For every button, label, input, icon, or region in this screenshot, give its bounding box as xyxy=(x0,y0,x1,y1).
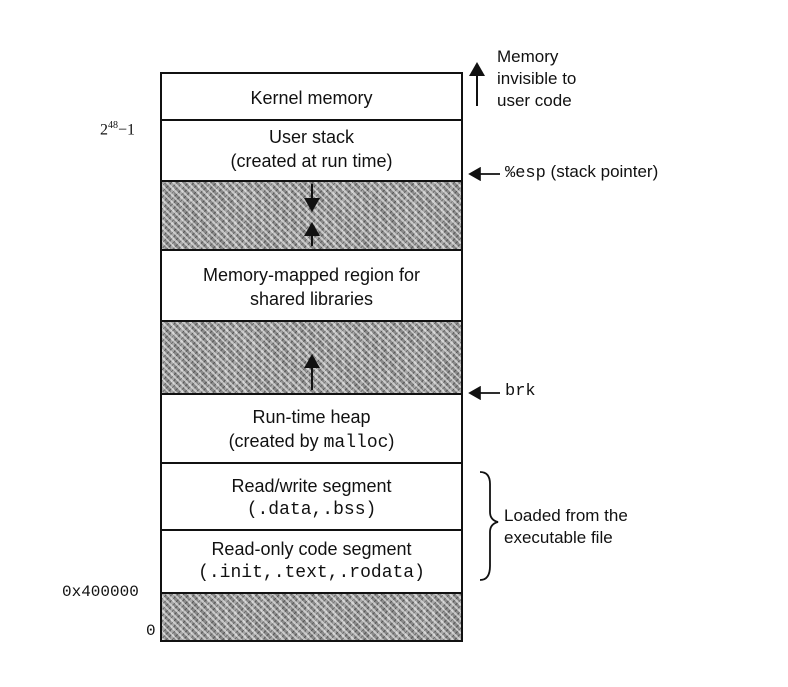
kernel-note-line-1: Memory xyxy=(497,47,559,66)
address-user-top-rest: −1 xyxy=(118,121,136,139)
read-write-title: Read/write segment xyxy=(231,476,392,496)
kernel-note-line-3: user code xyxy=(497,91,572,110)
esp-register: %esp xyxy=(505,164,546,183)
memory-mapped-segment: Memory-mapped region for shared librarie… xyxy=(160,249,463,321)
user-stack-title: User stack xyxy=(268,127,355,147)
memory-mapped-title: Memory-mapped region for xyxy=(202,265,421,285)
read-only-title: Read-only code segment xyxy=(211,539,412,559)
kernel-memory-segment: Kernel memory xyxy=(160,72,463,120)
user-stack-segment: User stack (created at run time) xyxy=(160,119,463,181)
address-user-top-exponent: 48 xyxy=(108,120,118,131)
read-write-subtitle: (.data,.bss) xyxy=(246,500,377,520)
kernel-memory-label: Kernel memory xyxy=(250,88,373,108)
address-text-start: 0x400000 xyxy=(62,583,139,601)
loaded-from-executable-note: Loaded from the executable file xyxy=(504,505,628,549)
loaded-segments-brace xyxy=(479,471,499,581)
heap-subtitle-suffix: ) xyxy=(388,431,395,451)
heap-subtitle-malloc: malloc xyxy=(323,433,389,453)
address-user-top-base: 2 xyxy=(100,121,108,139)
brk-label: brk xyxy=(505,382,536,401)
runtime-heap-title: Run-time heap xyxy=(252,407,371,427)
memory-mapped-subtitle: shared libraries xyxy=(249,289,374,309)
user-stack-subtitle: (created at run time) xyxy=(230,151,393,171)
read-write-segment: Read/write segment (.data,.bss) xyxy=(160,462,463,530)
address-zero: 0 xyxy=(146,622,156,640)
kernel-invisible-note: Memory invisible to user code xyxy=(497,46,576,112)
runtime-heap-subtitle: (created by malloc) xyxy=(162,429,461,455)
kernel-note-line-2: invisible to xyxy=(497,69,577,88)
unused-low-region xyxy=(160,592,463,642)
esp-label: %esp (stack pointer) xyxy=(505,161,658,185)
read-only-segment: Read-only code segment (.init,.text,.rod… xyxy=(160,529,463,593)
esp-description: (stack pointer) xyxy=(550,162,659,181)
loaded-note-line-1: Loaded from the xyxy=(504,506,628,525)
read-only-subtitle: (.init,.text,.rodata) xyxy=(198,563,425,583)
runtime-heap-segment: Run-time heap (created by malloc) xyxy=(160,393,463,463)
loaded-note-line-2: executable file xyxy=(504,528,613,547)
heap-subtitle-prefix: (created by xyxy=(228,431,324,451)
address-user-top: 248−1 xyxy=(100,120,135,139)
